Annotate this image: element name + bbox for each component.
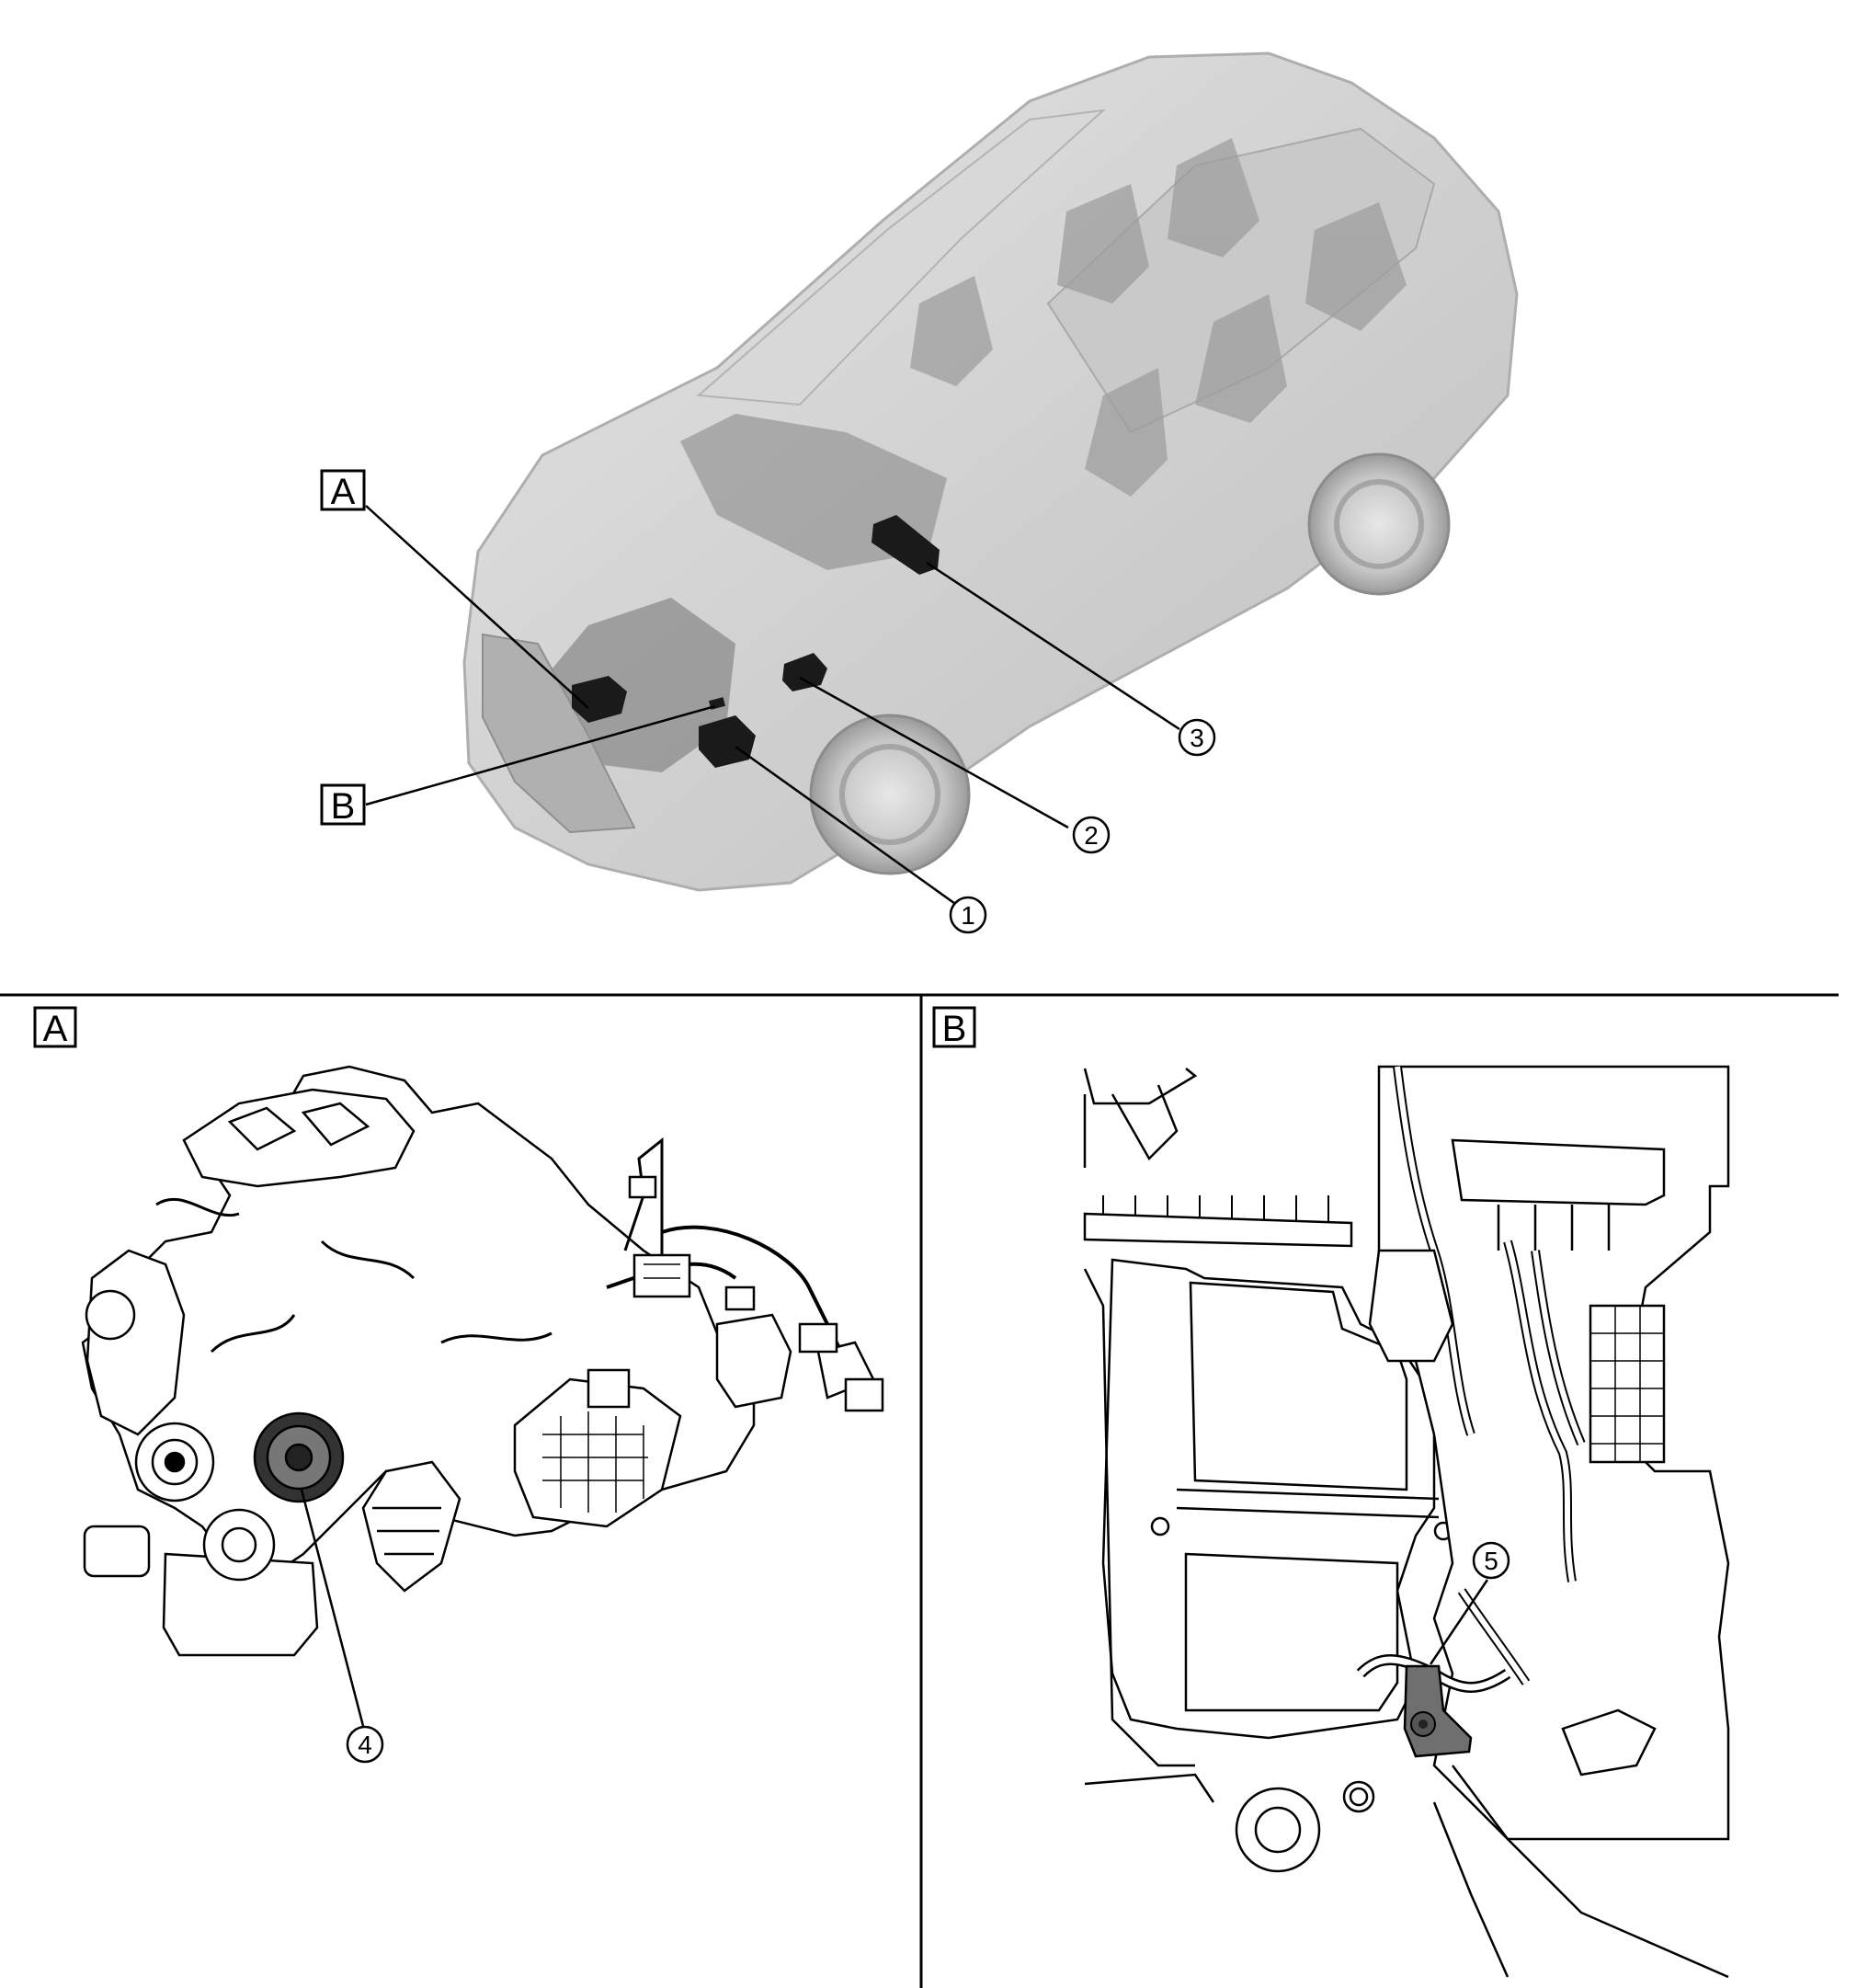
- svg-text:5: 5: [1484, 1547, 1498, 1575]
- callout-5-leader: [1429, 1579, 1489, 1665]
- vehicle-overview: [462, 51, 1519, 892]
- rear-wheel: [1307, 452, 1451, 596]
- underhood-view: [1083, 1065, 1730, 1979]
- callout-4: 4: [346, 1725, 384, 1764]
- component-5-terminal: [1403, 1664, 1473, 1758]
- svg-text:3: 3: [1190, 724, 1204, 752]
- callout-3: 3: [1178, 718, 1216, 757]
- callout-2: 2: [1072, 816, 1111, 854]
- svg-text:B: B: [331, 786, 356, 827]
- overview-leader-lines: [365, 505, 1180, 908]
- svg-text:4: 4: [358, 1731, 372, 1759]
- component-a-unit: [572, 676, 627, 723]
- svg-text:A: A: [43, 1009, 68, 1049]
- seats: [910, 138, 1407, 497]
- detail-panel-b: B: [932, 1006, 1730, 1979]
- svg-text:1: 1: [961, 901, 975, 930]
- callout-5: 5: [1472, 1541, 1510, 1580]
- view-label-a: A: [320, 469, 366, 512]
- windshield: [696, 109, 1107, 406]
- detail-panel-a: A: [33, 1006, 884, 1764]
- front-grille: [482, 633, 636, 834]
- svg-text:B: B: [942, 1009, 967, 1049]
- component-2-unit: [782, 653, 827, 691]
- svg-text:A: A: [331, 472, 356, 512]
- front-wheel: [809, 714, 971, 875]
- engine-assembly: [81, 1065, 884, 1657]
- callout-1: 1: [949, 896, 987, 934]
- svg-text:2: 2: [1084, 821, 1099, 850]
- component-3-unit: [872, 515, 940, 575]
- component-1-unit: [699, 715, 756, 768]
- callout-4-leader: [300, 1489, 365, 1727]
- view-label-b: B: [320, 783, 366, 827]
- engine-bay: [542, 598, 735, 772]
